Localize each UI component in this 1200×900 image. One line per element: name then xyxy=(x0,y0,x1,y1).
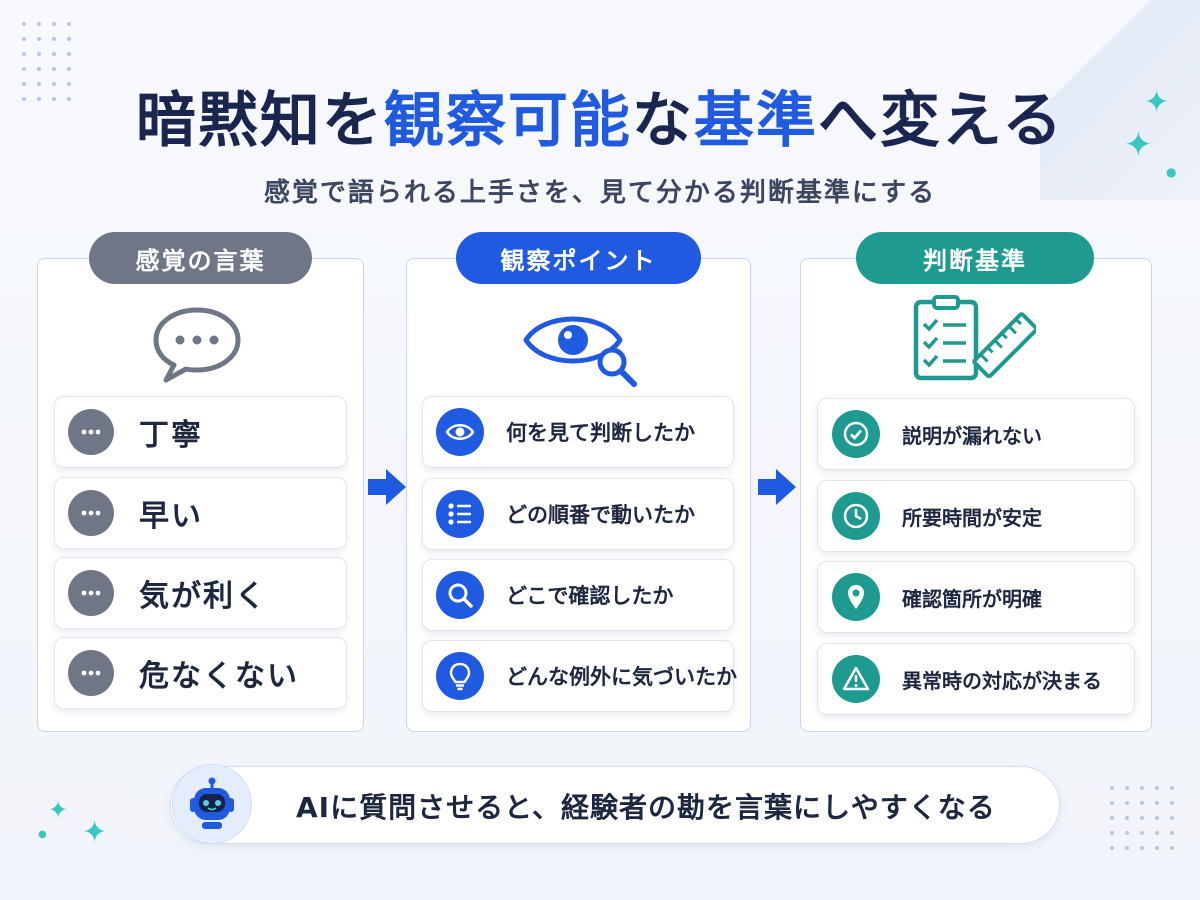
chat-dots-icon xyxy=(68,570,114,616)
eye-icon xyxy=(436,408,484,456)
sense-card: 早い xyxy=(54,477,347,549)
sense-card-label: 丁寧 xyxy=(139,418,203,453)
criteria-card: 確認箇所が明確 xyxy=(817,561,1135,633)
corner-decoration xyxy=(1040,0,1200,200)
lightbulb-icon xyxy=(436,652,484,700)
search-icon xyxy=(436,571,484,619)
robot-icon xyxy=(172,764,252,844)
observe-card-label: どこで確認したか xyxy=(506,584,674,608)
observe-card-label: どんな例外に気づいたか xyxy=(506,665,737,689)
bottom-message-text: AIに質問させると、経験者の勘を言葉にしやすくなる xyxy=(296,791,996,824)
check-circle-icon xyxy=(832,410,880,458)
warning-icon xyxy=(832,655,880,703)
observe-card: どんな例外に気づいたか xyxy=(422,640,737,712)
arrow-right-icon xyxy=(758,469,796,505)
observe-card-label: 何を見て判断したか xyxy=(506,421,695,445)
observe-card-label: どの順番で動いたか xyxy=(506,503,695,527)
criteria-card: 説明が漏れない xyxy=(817,398,1135,470)
page-subtitle: 感覚で語られる上手さを、見て分かる判断基準にする xyxy=(263,178,937,208)
sense-card-label: 気が利く xyxy=(139,579,267,614)
observe-card: 何を見て判断したか xyxy=(422,396,734,468)
criteria-card: 異常時の対応が決まる xyxy=(817,643,1135,715)
dot-grid-decoration xyxy=(22,22,71,101)
chat-dots-icon xyxy=(68,650,114,696)
speech-bubble-icon xyxy=(153,307,241,383)
eye-magnifier-icon xyxy=(523,316,637,387)
location-pin-icon xyxy=(832,573,880,621)
observe-card: どこで確認したか xyxy=(422,559,734,631)
sparkle-icon: ✦ xyxy=(1144,85,1170,120)
sparkle-icon: ✦ xyxy=(1124,125,1153,165)
column-header-criteria: 判断基準 xyxy=(856,232,1094,284)
page-title: 暗黙知を観察可能な基準へ変える xyxy=(0,72,1200,159)
criteria-card-label: 説明が漏れない xyxy=(902,423,1042,448)
criteria-card: 所要時間が安定 xyxy=(817,480,1135,552)
chat-dots-icon xyxy=(68,409,114,455)
dot-icon: ● xyxy=(1166,165,1177,179)
criteria-card-label: 所要時間が安定 xyxy=(902,505,1042,530)
sense-card: 丁寧 xyxy=(54,396,347,468)
arrow-right-icon xyxy=(368,469,406,505)
title-part: へ変える xyxy=(817,86,1065,156)
numbered-list-icon xyxy=(436,490,484,538)
criteria-card-label: 確認箇所が明確 xyxy=(902,586,1042,611)
sparkle-icon: ✦ xyxy=(48,796,69,824)
sparkle-icon: ✦ xyxy=(82,815,108,850)
column-header-sense: 感覚の言葉 xyxy=(89,232,312,284)
bottom-message-bar xyxy=(170,766,1060,844)
title-part: 暗黙知を xyxy=(135,86,384,156)
criteria-card-label: 異常時の対応が決まる xyxy=(902,668,1102,693)
sense-card: 気が利く xyxy=(54,557,347,629)
column-header-observe: 観察ポイント xyxy=(456,232,701,284)
clock-icon xyxy=(832,492,880,540)
sense-card: 危なくない xyxy=(54,637,347,709)
dot-icon: ● xyxy=(38,829,47,840)
sense-card-label: 早い xyxy=(139,499,203,534)
observe-card: どの順番で動いたか xyxy=(422,478,734,550)
title-highlight: 観察可能 xyxy=(383,86,632,156)
dot-grid-decoration xyxy=(1110,786,1174,850)
chat-dots-icon xyxy=(68,490,114,536)
title-part: な xyxy=(631,86,694,156)
title-highlight: 基準 xyxy=(693,86,818,156)
sense-card-label: 危なくない xyxy=(139,659,299,694)
checklist-ruler-icon xyxy=(913,295,1036,381)
